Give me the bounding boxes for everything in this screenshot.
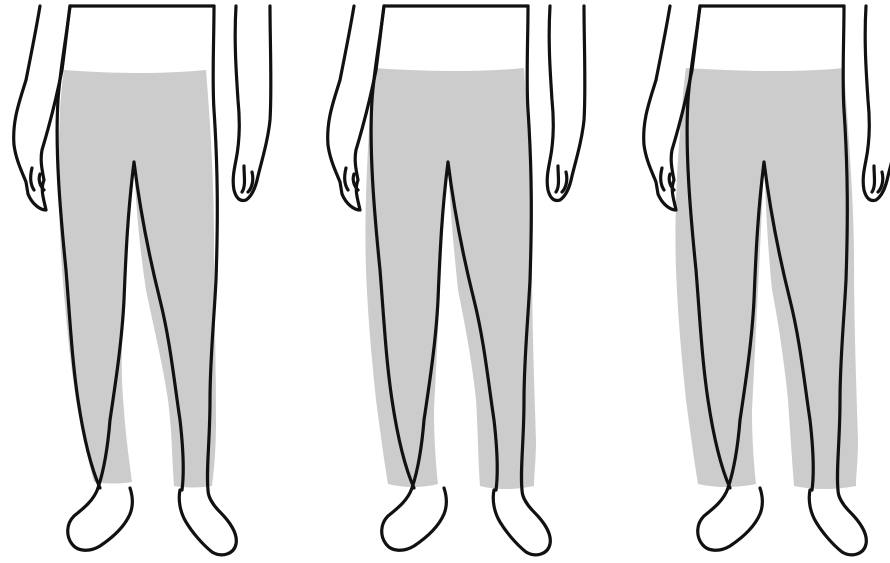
right-hand-fingers	[872, 166, 883, 192]
pants-relaxed-fill	[675, 68, 858, 489]
figure-relaxed-fit	[644, 6, 890, 555]
right-hand-fingers	[242, 166, 253, 192]
figure-slim-fit	[14, 6, 271, 555]
right-arm	[863, 6, 890, 201]
right-foot	[809, 490, 866, 555]
pants-regular-fill	[365, 68, 536, 489]
right-foot	[493, 490, 550, 555]
left-foot	[382, 488, 447, 550]
left-foot	[68, 488, 133, 550]
figure-regular-fit	[328, 6, 585, 555]
left-foot	[698, 488, 763, 550]
right-hand-fingers	[556, 166, 567, 192]
right-foot	[179, 490, 236, 555]
